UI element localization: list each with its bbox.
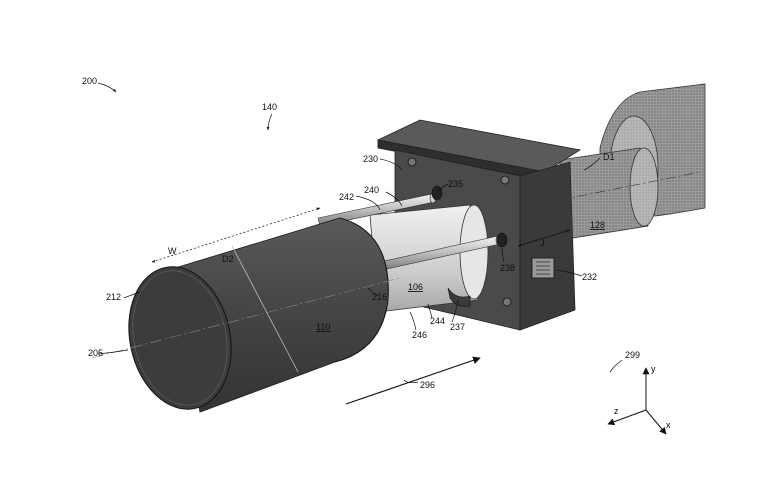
bracket-hole-top-right xyxy=(500,175,510,185)
label-240: 240 xyxy=(364,185,379,195)
label-232: 232 xyxy=(582,272,597,282)
label-106: 106 xyxy=(408,282,423,292)
label-296: 296 xyxy=(420,380,435,390)
label-140: 140 xyxy=(262,102,277,112)
label-205: 205 xyxy=(88,348,103,358)
label-244: 244 xyxy=(430,316,445,326)
label-299: 299 xyxy=(625,350,640,360)
d2-dimension-line xyxy=(231,245,299,373)
label-d1: D1 xyxy=(603,152,615,162)
coordinate-axes xyxy=(607,367,667,435)
leader-lines xyxy=(97,82,623,384)
label-j: J xyxy=(540,238,545,248)
connector-block xyxy=(531,257,555,279)
label-w: W xyxy=(168,246,177,256)
can-front-face xyxy=(128,266,232,410)
label-200: 200 xyxy=(82,76,97,86)
bolt-235 xyxy=(431,185,443,201)
label-230: 230 xyxy=(363,154,378,164)
bracket-side xyxy=(519,161,576,331)
label-246: 246 xyxy=(412,330,427,340)
threaded-rods xyxy=(317,185,508,271)
pipe-section xyxy=(559,83,706,241)
nut-238 xyxy=(496,232,508,248)
label-237: 237 xyxy=(450,322,465,332)
bracket-hole-top-left xyxy=(407,157,417,167)
label-212: 212 xyxy=(106,292,121,302)
outer-can xyxy=(91,217,401,413)
gap-dimension-line xyxy=(517,229,571,247)
label-128: 128 xyxy=(590,220,605,230)
label-235: 235 xyxy=(448,179,463,189)
label-axis-x: x xyxy=(666,420,671,430)
bracket-hole-bottom-right xyxy=(502,297,512,307)
reference-labels: 200 140 230 242 240 235 D1 128 W D2 212 … xyxy=(82,76,671,430)
label-216: 216 xyxy=(372,292,387,302)
label-238: 238 xyxy=(500,263,515,273)
label-axis-y: y xyxy=(651,364,656,374)
flow-arrow xyxy=(345,356,481,405)
label-110: 110 xyxy=(316,322,330,332)
label-d2: D2 xyxy=(222,254,234,264)
label-axis-z: z xyxy=(614,406,619,416)
width-dimension-line xyxy=(151,207,321,263)
label-242: 242 xyxy=(339,192,354,202)
